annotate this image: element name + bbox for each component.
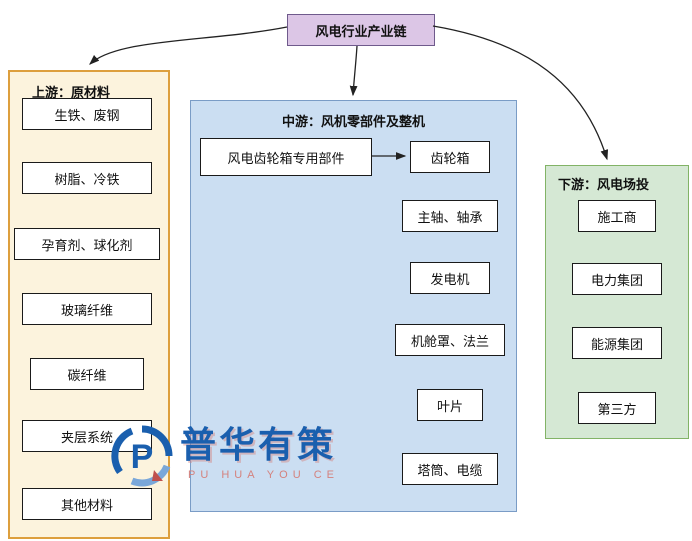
node-main-shaft-bearing: 主轴、轴承 [402, 200, 498, 232]
node-third-party: 第三方 [578, 392, 656, 424]
puhua-watermark: P 普华有策 PU HUA YOU CE [110, 424, 339, 488]
node-gearbox-special-parts: 风电齿轮箱专用部件 [200, 138, 372, 176]
root-node-label: 风电行业产业链 [315, 23, 407, 39]
brand-name: 普华有策 [180, 424, 337, 465]
node-constructor: 施工商 [578, 200, 656, 232]
node-other-materials: 其他材料 [22, 488, 152, 520]
root-node-industry-chain: 风电行业产业链 [287, 14, 435, 46]
node-inoculant-spheroidizer: 孕育剂、球化剂 [14, 228, 160, 260]
node-blade: 叶片 [417, 389, 483, 421]
section-downstream-title: 下游：风电场投 [558, 177, 650, 192]
brand-tagline: PU HUA YOU CE [188, 469, 339, 482]
puhua-logo-icon: P [111, 425, 173, 487]
node-pig-iron-scrap-steel: 生铁、废钢 [22, 98, 152, 130]
node-tower-cable: 塔筒、电缆 [402, 453, 498, 485]
node-energy-group: 能源集团 [572, 327, 662, 359]
node-glass-fiber: 玻璃纤维 [22, 293, 152, 325]
node-resin-cold-iron: 树脂、冷铁 [22, 162, 152, 194]
node-power-group: 电力集团 [572, 263, 662, 295]
arrow-root-to-midstream [349, 45, 358, 97]
svg-text:P: P [131, 438, 154, 476]
node-carbon-fiber: 碳纤维 [30, 358, 144, 390]
section-upstream-title: 上游：原材料 [32, 85, 111, 100]
node-sandwich-system: 夹层系统 [22, 420, 152, 452]
puhua-logo-text: 普华有策 PU HUA YOU CE [180, 424, 339, 481]
node-gearbox: 齿轮箱 [410, 141, 490, 173]
arrow-root-to-upstream [89, 26, 288, 65]
node-nacelle-flange: 机舱罩、法兰 [395, 324, 505, 356]
node-generator: 发电机 [410, 262, 490, 294]
section-midstream-title: 中游：风机零部件及整机 [281, 114, 425, 129]
